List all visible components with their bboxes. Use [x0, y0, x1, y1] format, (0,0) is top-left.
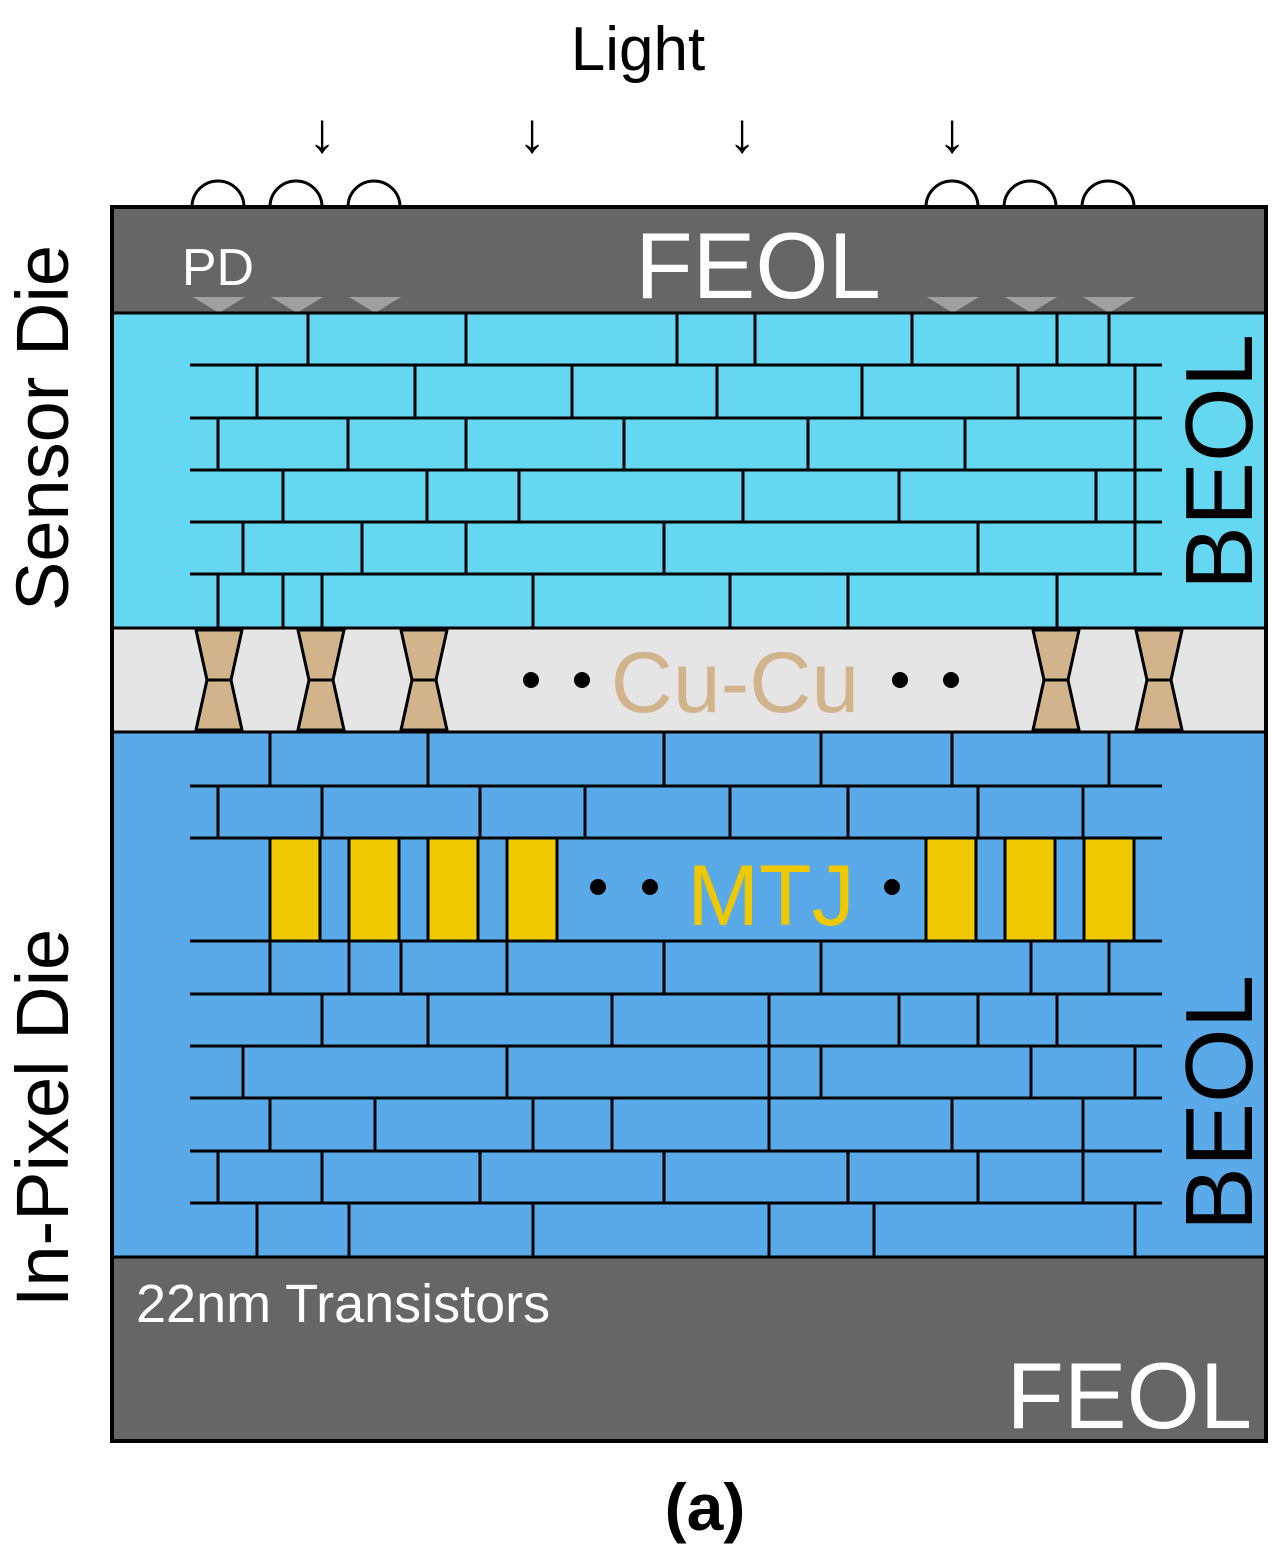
cu-pad	[1031, 628, 1081, 732]
inpixel-feol-layer	[112, 1257, 1266, 1441]
ellipsis-dots	[523, 672, 959, 688]
figure-caption: (a)	[665, 1470, 746, 1544]
light-label: Light	[571, 15, 705, 84]
cu-pad	[399, 628, 449, 732]
mtj-label: MTJ	[687, 848, 854, 944]
cu-pad	[1134, 628, 1184, 732]
down-arrow-icon: ↓	[728, 101, 756, 164]
beol-inpixel-label: BEOL	[1166, 975, 1273, 1231]
light-arrows: ↓ ↓ ↓ ↓	[308, 101, 966, 164]
cu-cu-label: Cu-Cu	[611, 635, 860, 731]
mtj-cell	[924, 836, 978, 943]
photodiode	[193, 297, 245, 313]
mtj-cell	[1082, 836, 1136, 943]
down-arrow-icon: ↓	[308, 101, 336, 164]
microlens-icon	[1080, 179, 1136, 208]
down-arrow-icon: ↓	[938, 101, 966, 164]
mtj-array	[268, 836, 1136, 943]
feol-top-label: FEOL	[635, 213, 881, 318]
inpixel-beol-interconnect	[190, 732, 1162, 1257]
photodiodes	[193, 297, 1135, 313]
beol-sensor-label: BEOL	[1166, 334, 1273, 590]
down-arrow-icon: ↓	[518, 101, 546, 164]
photodiode	[349, 297, 401, 313]
mtj-cell	[347, 836, 401, 943]
pd-label: PD	[182, 239, 254, 297]
photodiode	[927, 297, 979, 313]
microlens-icon	[1002, 179, 1058, 208]
microlens-icon	[924, 179, 980, 208]
cu-pad	[296, 628, 346, 732]
sensor-die-label: Sensor Die	[1, 245, 84, 611]
inpixel-die-label: In-Pixel Die	[1, 929, 84, 1307]
mtj-cell	[1003, 836, 1057, 943]
sensor-beol-interconnect	[190, 313, 1162, 628]
microlens-icon	[268, 179, 324, 208]
photodiode	[1005, 297, 1057, 313]
photodiode	[271, 297, 323, 313]
microlens-icon	[346, 179, 402, 208]
microlens-icon	[190, 179, 246, 208]
microlenses	[190, 179, 1136, 208]
mtj-cell	[426, 836, 480, 943]
mtj-cell	[268, 836, 322, 943]
sensor-feol-layer	[112, 207, 1266, 313]
cu-pad	[194, 628, 244, 732]
cu-cu-bonds	[194, 628, 1184, 732]
stack-outline	[110, 205, 1268, 1443]
transistors-label: 22nm Transistors	[136, 1274, 550, 1334]
ellipsis-dots	[590, 879, 900, 895]
feol-bottom-label: FEOL	[1006, 1343, 1252, 1448]
photodiode	[1083, 297, 1135, 313]
mtj-cell	[505, 836, 559, 943]
